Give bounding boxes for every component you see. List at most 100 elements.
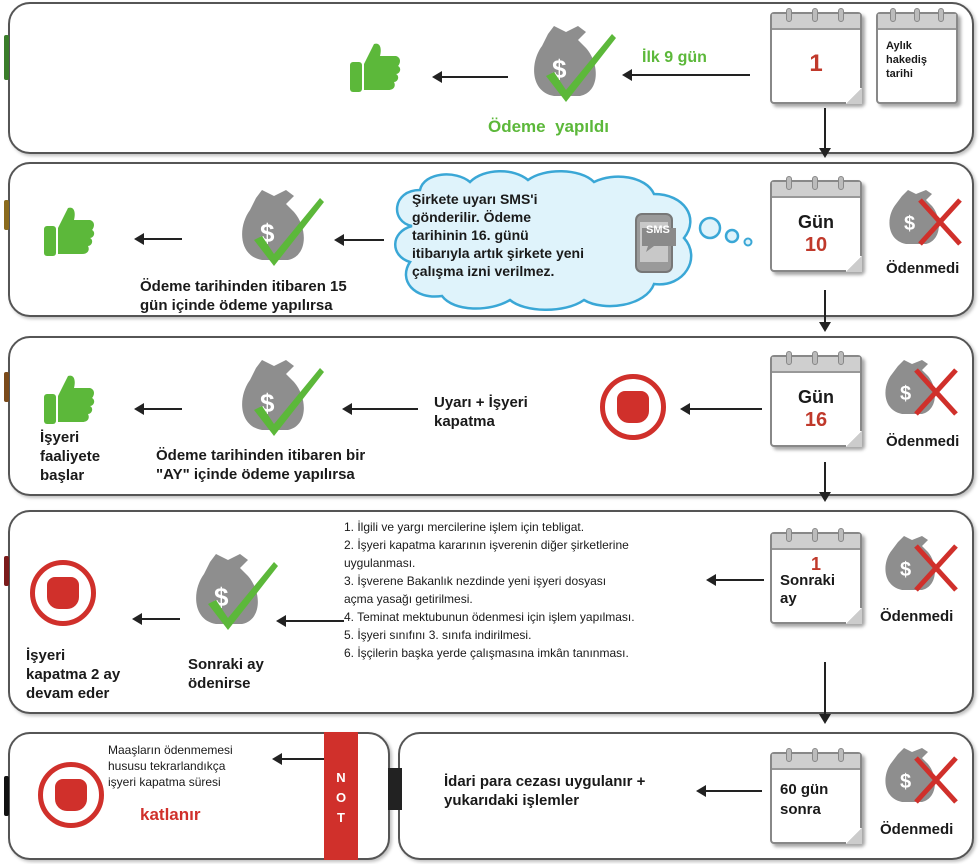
row-5-arrow-to-penalty xyxy=(696,785,762,797)
row-2-bubble-line-1: Şirkete uyarı SMS'i xyxy=(412,191,538,207)
money-bag-cross-icon: $ xyxy=(885,748,958,804)
row-4-down-arrow xyxy=(819,662,831,724)
row-5-note-text: Maaşların ödenmemesi hususu tekrarlandık… xyxy=(108,742,233,791)
note-bar: N O T xyxy=(324,732,358,860)
stop-hand-icon xyxy=(30,560,96,626)
row-4-calendar-number: 1 xyxy=(810,554,821,574)
row-4-action-list: 1. İlgili ve yargı mercilerine işlem içi… xyxy=(344,518,744,662)
svg-text:$: $ xyxy=(904,213,915,235)
row-3-result-line-2: faaliyete xyxy=(40,448,101,466)
money-bag-check-icon: $ xyxy=(242,190,324,266)
money-bag-cross-icon: $ xyxy=(885,536,958,592)
svg-text:$: $ xyxy=(900,771,911,793)
row-4-calendar-icon: 1 Sonraki ay xyxy=(770,528,862,624)
money-bag-cross-icon: $ xyxy=(885,360,958,416)
row-5-calendar-line-2: sonra xyxy=(780,800,821,818)
row-1-down-arrow xyxy=(819,108,831,158)
row-4-result-text: İşyeri kapatma 2 ay devam eder xyxy=(26,646,120,704)
row-5-calendar-line-1: 60 gün xyxy=(780,781,829,798)
row-1-arrow-to-bag xyxy=(622,69,750,81)
row-2-side-tab xyxy=(4,200,9,230)
row-5-right-panel xyxy=(398,732,974,860)
row-3-warning-line-1: Uyarı + İşyeri xyxy=(434,394,528,411)
row-3-warning-line-2: kapatma xyxy=(434,413,495,431)
row-4-condition-line-2: ödenirse xyxy=(188,675,251,693)
note-letter-3: T xyxy=(337,810,345,826)
row-4-list-item-4: 4. Teminat mektubunun ödenmesi için işle… xyxy=(344,610,635,624)
row-3-down-arrow xyxy=(819,462,831,502)
row-2-condition-text: Ödeme tarihinden itibaren 15 gün içinde … xyxy=(140,277,347,315)
panel-connector xyxy=(388,768,402,810)
row-1-calendar-day: 1 xyxy=(809,50,823,77)
row-2-condition-line-2: gün içinde ödeme yapılırsa xyxy=(140,297,333,315)
row-2-condition-line-1: Ödeme tarihinden itibaren 15 xyxy=(140,278,347,295)
thumbs-up-icon xyxy=(44,207,95,256)
row-1-interval-label: İlk 9 gün xyxy=(642,49,707,66)
row-2-bubble-text: Şirkete uyarı SMS'i gönderilir. Ödeme ta… xyxy=(412,191,584,281)
row-5-penalty-line-2: yukarıdaki işlemler xyxy=(444,792,580,810)
row-3-calendar-icon: Gün 16 xyxy=(770,351,862,447)
row-5-penalty-line-1: İdari para cezası uygulanır + xyxy=(444,773,646,790)
row-4-arrow-to-bag xyxy=(276,615,344,627)
row-2-bubble-line-2: gönderilir. Ödeme xyxy=(412,208,532,225)
row-3-status-label: Ödenmedi xyxy=(886,433,960,450)
row-4-list-item-2: 2. İşyeri kapatma kararının işverenin di… xyxy=(344,538,629,552)
row-3-result-text: İşyeri faaliyete başlar xyxy=(40,428,100,486)
note-letter-1: N xyxy=(336,770,346,785)
row-4-list-item-2b: uygulanması. xyxy=(344,556,416,570)
row-4-arrow-to-list xyxy=(706,574,764,586)
row-3-calendar-label: Gün xyxy=(798,387,834,407)
row-4-result-line-1: İşyeri xyxy=(26,647,66,664)
row-4-list-item-1: 1. İlgili ve yargı mercilerine işlem içi… xyxy=(344,520,585,534)
row-1-status-label: Ödeme yapıldı xyxy=(488,117,609,136)
row-4-status-label: Ödenmedi xyxy=(880,608,954,625)
row-4-condition-text: Sonraki ay ödenirse xyxy=(188,655,264,693)
row-1-note-calendar: Aylık hakediş tarihi xyxy=(876,8,958,104)
row-4-list-item-5: 5. İşyeri sınıfını 3. sınıfa indirilmesi… xyxy=(344,628,532,642)
row-1-calendar-icon: 1 xyxy=(770,8,862,104)
row-4-result-line-3: devam eder xyxy=(26,685,110,703)
row-2-down-arrow xyxy=(819,290,831,332)
row-1-arrow-to-thumb xyxy=(432,71,508,83)
thumbs-up-icon xyxy=(44,375,95,424)
row-4-arrow-to-stop xyxy=(132,613,180,625)
thumbs-up-icon xyxy=(350,43,401,92)
phone-sms-icon xyxy=(635,213,676,273)
row-5-side-tab xyxy=(4,776,9,816)
money-bag-check-icon: $ xyxy=(196,554,278,630)
row-1-note-line-1: Aylık xyxy=(886,40,912,52)
row-1-note-line-2: hakediş xyxy=(886,53,927,66)
row-5-arrow-to-note xyxy=(272,753,324,765)
row-4-list-item-3: 3. İşverene Bakanlık nezdinde yeni işyer… xyxy=(344,574,607,588)
row-2-bubble-line-4: itibarıyla artık şirkete yeni xyxy=(412,244,584,261)
row-2-arrow-to-bag xyxy=(334,234,384,246)
row-3-result-line-3: başlar xyxy=(40,467,85,485)
row-4-condition-line-1: Sonraki ay xyxy=(188,656,264,673)
money-bag-cross-icon: $ xyxy=(889,190,962,246)
row-1-side-tab xyxy=(4,35,9,80)
row-4-calendar-line-2: ay xyxy=(780,590,797,607)
stop-hand-icon xyxy=(38,762,104,828)
row-3-condition-line-2: "AY" içinde ödeme yapılırsa xyxy=(156,466,355,484)
row-3-arrow-to-bag xyxy=(342,403,418,415)
row-3-condition-text: Ödeme tarihinden itibaren bir "AY" içind… xyxy=(156,446,365,484)
row-5-note-line-1: Maaşların ödenmemesi xyxy=(108,743,233,757)
row-2-arrow-to-thumb xyxy=(134,233,182,245)
row-2-status-label: Ödenmedi xyxy=(886,260,960,277)
row-3-condition-line-1: Ödeme tarihinden itibaren bir xyxy=(156,447,366,464)
money-bag-check-icon: $ xyxy=(534,26,616,102)
row-5-note-line-3: işyeri kapatma süresi xyxy=(108,775,221,790)
row-3-warning-text: Uyarı + İşyeri kapatma xyxy=(434,393,528,431)
row-2-calendar-day: 10 xyxy=(804,234,828,256)
row-5-status-label: Ödenmedi xyxy=(880,821,954,838)
row-5-penalty-text: İdari para cezası uygulanır + yukarıdaki… xyxy=(444,772,645,810)
note-letter-2: O xyxy=(335,790,347,806)
row-4-list-item-3b: açma yasağı getirilmesi. xyxy=(344,592,473,606)
money-bag-check-icon: $ xyxy=(242,360,324,436)
row-4-side-tab xyxy=(4,556,9,586)
row-4-calendar-line-1: Sonraki xyxy=(780,572,836,589)
row-4-list-item-6: 6. İşçilerin başka yerde çalışmasına imk… xyxy=(344,646,629,660)
row-5-note-emphasis: katlanır xyxy=(140,805,201,824)
row-5-calendar-icon: 60 gün sonra xyxy=(770,748,862,844)
row-2-calendar-label: Gün xyxy=(798,212,834,232)
